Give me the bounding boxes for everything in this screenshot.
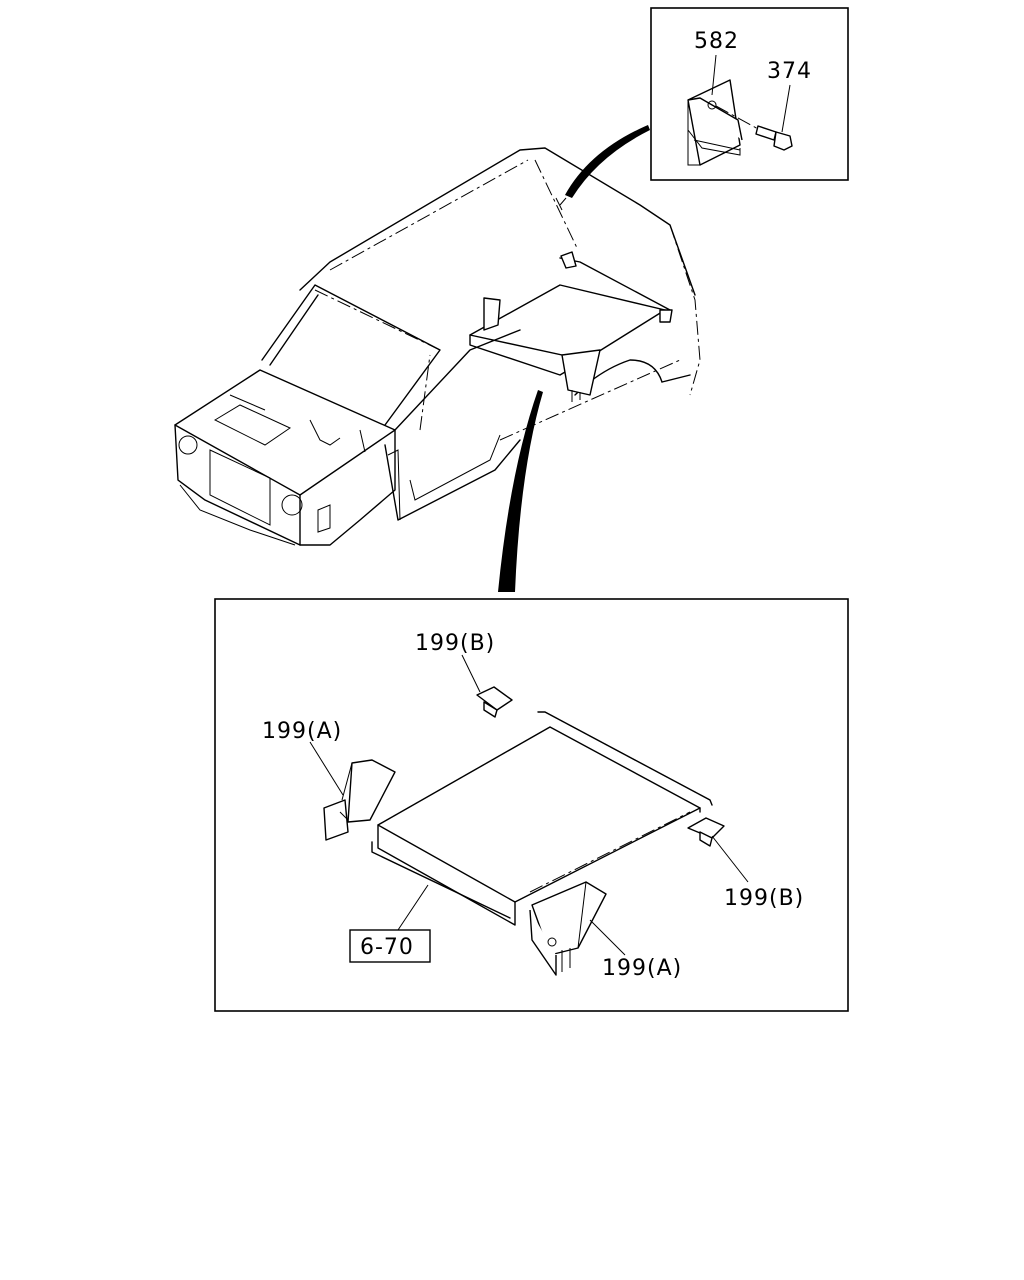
callout-199b-upper: 199(B) (415, 631, 495, 656)
bracket-icon (687, 79, 761, 166)
detail-box-shelf: 199(B) 199(A) 199(B) 199(A) (214, 598, 849, 1012)
detail-box-bracket: 582 374 (650, 7, 849, 181)
reference-frame (349, 929, 431, 963)
callout-6-70[interactable]: 6-70 (360, 935, 414, 960)
shelf-panel-icon (371, 711, 713, 926)
bracket-icon (687, 817, 725, 847)
support-right-icon (529, 881, 607, 976)
callout-582: 582 (694, 29, 739, 54)
bracket-icon (476, 686, 513, 718)
callout-199b-right: 199(B) (724, 886, 804, 911)
callout-374: 374 (767, 59, 812, 84)
vehicle-body-icon (174, 147, 701, 546)
leader-swoosh-top (565, 125, 650, 198)
leader-swoosh-bottom (498, 390, 543, 592)
support-left-icon (323, 759, 396, 841)
callout-199a-left: 199(A) (262, 719, 342, 744)
callout-199a-right: 199(A) (602, 956, 682, 981)
bolt-icon (755, 125, 793, 151)
